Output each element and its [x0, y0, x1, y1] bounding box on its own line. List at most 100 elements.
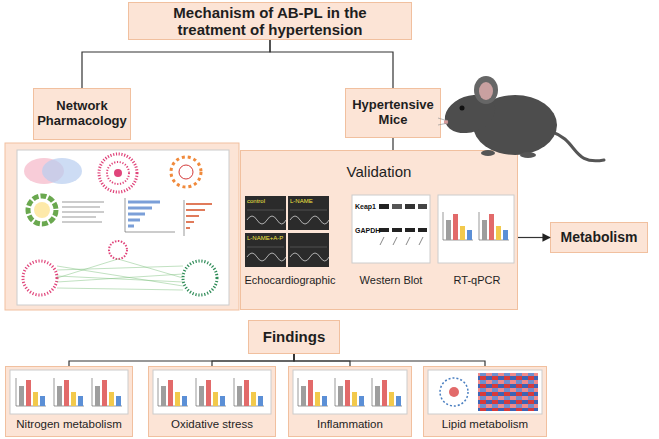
- echocardiogram-images: [245, 196, 286, 230]
- finding-charts: [158, 378, 188, 406]
- tree-connector: [294, 354, 485, 366]
- network-figure-panel: [184, 200, 185, 236]
- node-text: Inflammation: [317, 418, 383, 431]
- network-figure-panel: [99, 154, 137, 192]
- mouse-illustration: [438, 76, 604, 161]
- western-blot-image: [392, 204, 402, 209]
- finding-panel: Nitrogen metabolism: [5, 366, 133, 437]
- qpcr-charts: [438, 195, 514, 263]
- finding-charts: [16, 378, 46, 406]
- network-figure-panel: [171, 157, 201, 187]
- network-figure-panel: [42, 158, 82, 184]
- assay-item: Echocardiographic: [238, 195, 342, 295]
- network-figure-panel: [128, 202, 160, 226]
- finding-charts: [428, 370, 542, 414]
- qpcr-charts: [443, 212, 473, 240]
- method-box: Hypertensive Mice: [345, 88, 441, 138]
- network-figure-panel: [107, 162, 129, 184]
- finding-charts: [372, 378, 402, 406]
- western-blot-image: [352, 195, 430, 263]
- node-text: Echocardiographic: [244, 274, 335, 287]
- western-blot-image: [379, 204, 389, 209]
- finding-charts: [440, 378, 468, 406]
- qpcr-charts: [438, 195, 514, 263]
- node-text: Lipid metabolism: [442, 418, 528, 431]
- network-figure-panel: [5, 143, 239, 310]
- network-figure-panel: [57, 259, 183, 290]
- assay-item: RT-qPCR: [437, 195, 517, 295]
- qpcr-charts: [479, 212, 509, 240]
- western-blot-image: [418, 204, 427, 209]
- findings-box: Findings: [248, 320, 340, 354]
- node-text: Western Blot: [360, 274, 423, 287]
- western-blot-image: [392, 228, 402, 232]
- finding-panel: Oxidative stress: [148, 366, 276, 437]
- mouse-illustration: [552, 132, 604, 161]
- network-figure-panel: [23, 261, 57, 295]
- node-text: Validation: [347, 163, 412, 180]
- node-text: Mechanism of AB-PL in the treatment of h…: [153, 4, 387, 39]
- mouse-illustration: [438, 118, 448, 125]
- western-blot-image: [418, 228, 427, 232]
- finding-charts: [234, 378, 264, 406]
- finding-charts: [153, 370, 271, 414]
- mouse-illustration: [474, 76, 498, 104]
- network-figure-panel: [109, 241, 127, 259]
- echocardiogram-images: [288, 233, 329, 267]
- mouse-illustration: [439, 88, 500, 140]
- outcome-box: Metabolism: [550, 222, 648, 253]
- network-figure-panel: [186, 204, 212, 228]
- network-figure-panel: [28, 196, 56, 224]
- western-blot-image: [352, 195, 430, 263]
- network-figure-panel: [183, 261, 217, 295]
- mouse-illustration: [479, 82, 493, 100]
- tree-connector: [212, 354, 294, 366]
- western-blot-image: [405, 204, 415, 209]
- finding-charts: [10, 370, 128, 414]
- node-text: RT-qPCR: [454, 274, 501, 287]
- finding-charts: [298, 378, 328, 406]
- node-text: Network Pharmacology: [35, 99, 129, 129]
- tree-connector: [392, 138, 393, 150]
- western-blot-image: [380, 237, 423, 245]
- echocardiogram-images: [288, 196, 329, 230]
- arrow-connector: [518, 237, 550, 238]
- network-figure-panel: [34, 202, 50, 218]
- network-figure-panel: [17, 150, 229, 305]
- network-figure-panel: [5, 143, 239, 310]
- finding-charts: [92, 378, 122, 406]
- echocardiogram-images: [245, 196, 329, 267]
- finding-charts: [335, 378, 365, 406]
- tree-connector: [69, 354, 294, 366]
- node-text: Nitrogen metabolism: [16, 418, 121, 431]
- node-text: Hypertensive Mice: [347, 98, 439, 128]
- network-figure-panel: [24, 158, 64, 184]
- finding-charts: [196, 378, 226, 406]
- tree-connector: [294, 354, 350, 366]
- finding-charts: [54, 378, 84, 406]
- method-box: Network Pharmacology: [33, 88, 131, 140]
- tree-connector: [270, 40, 393, 88]
- echocardiogram-images: [245, 233, 286, 267]
- finding-charts: [449, 387, 459, 397]
- validation-panel: ValidationEchocardiographic Western Blot R…: [240, 150, 518, 310]
- western-blot-image: [379, 228, 389, 232]
- finding-panel: Inflammation: [288, 366, 412, 437]
- node-text: Findings: [263, 328, 326, 345]
- mouse-illustration: [460, 106, 465, 111]
- finding-charts: [10, 370, 542, 414]
- mouse-illustration: [473, 95, 557, 155]
- node-text: Oxidative stress: [171, 418, 253, 431]
- finding-charts: [478, 373, 538, 411]
- western-blot-image: [405, 228, 415, 232]
- network-figure-panel: [179, 165, 193, 179]
- node-text: Metabolism: [560, 229, 637, 245]
- network-figure-panel: [114, 169, 122, 177]
- tree-connector: [82, 40, 270, 88]
- mouse-illustration: [444, 120, 448, 124]
- network-figure-panel: [125, 198, 175, 232]
- mouse-illustration: [520, 152, 536, 158]
- network-figure-panel: [62, 202, 104, 222]
